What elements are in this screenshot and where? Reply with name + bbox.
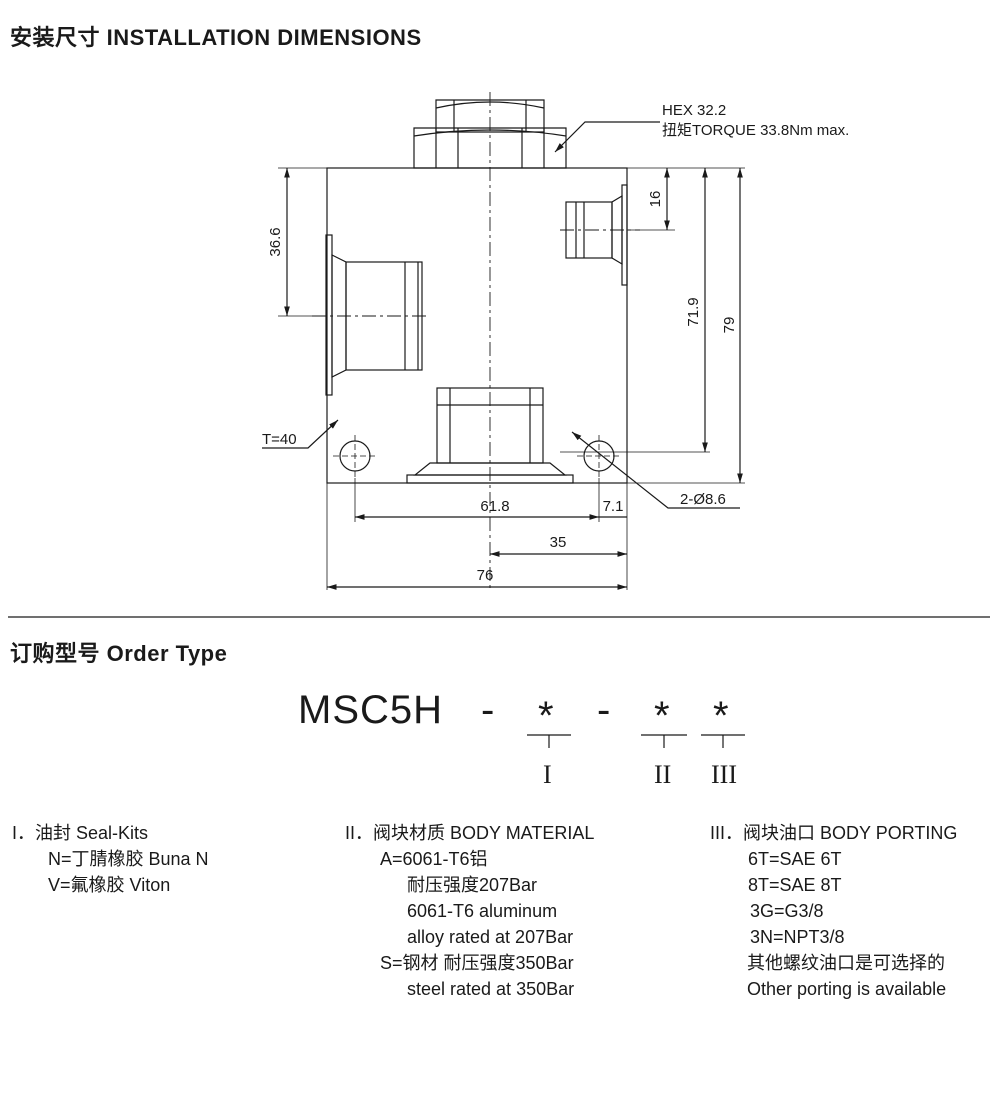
torque-label: 扭矩TORQUE 33.8Nm max. — [662, 122, 849, 139]
porting-option-8t: 8T=SAE 8T — [748, 875, 842, 895]
dim-61-8: 61.8 — [480, 498, 509, 515]
porting-other-cn: 其他螺纹油口是可选择的 — [747, 953, 945, 973]
dim-71-9: 71.9 — [685, 297, 702, 326]
roman-1: I — [543, 760, 552, 789]
roman-2: II — [654, 760, 672, 789]
body-porting-heading: III．阀块油口 BODY PORTING — [710, 823, 958, 843]
porting-other-en: Other porting is available — [747, 979, 947, 999]
code-star-2: * — [654, 694, 670, 738]
installation-dimensions-title: 安装尺寸 INSTALLATION DIMENSIONS — [10, 25, 422, 50]
material-a-desc: 6061-T6 aluminum — [407, 901, 558, 921]
dim-36-6: 36.6 — [267, 227, 284, 256]
hex-label: HEX 32.2 — [662, 102, 726, 119]
material-option-s: S=钢材 耐压强度350Bar — [380, 953, 574, 973]
right-port — [565, 184, 628, 286]
material-option-a: A=6061-T6铝 — [380, 849, 488, 869]
seal-kits-column: I．油封 Seal-Kits N=丁腈橡胶 Buna N V=氟橡胶 Viton — [12, 820, 209, 898]
dim-t40: T=40 — [262, 431, 297, 448]
code-dash-1: - — [481, 688, 495, 732]
porting-option-3n: 3N=NPT3/8 — [750, 927, 845, 947]
code-star-3: * — [713, 694, 729, 738]
code-dash-2: - — [597, 688, 611, 732]
dim-79: 79 — [721, 317, 738, 334]
seal-kits-heading: I．油封 Seal-Kits — [12, 823, 149, 843]
body-porting-column: III．阀块油口 BODY PORTING 6T=SAE 6T 8T=SAE 8… — [710, 820, 957, 1002]
porting-option-6t: 6T=SAE 6T — [748, 849, 842, 869]
roman-3: III — [711, 760, 737, 789]
material-s-rating: steel rated at 350Bar — [407, 979, 575, 999]
material-a-rating: alloy rated at 207Bar — [407, 927, 574, 947]
dim-16: 16 — [647, 191, 664, 208]
seal-option-v: V=氟橡胶 Viton — [48, 875, 171, 895]
dim-holes: 2-Ø8.6 — [680, 491, 726, 508]
dim-35: 35 — [550, 534, 567, 551]
body-material-column: II．阀块材质 BODY MATERIAL A=6061-T6铝 耐压强度207… — [345, 820, 594, 1002]
body-material-heading: II．阀块材质 BODY MATERIAL — [345, 823, 595, 843]
model-code: MSC5H — [298, 688, 444, 732]
code-star-1: * — [538, 694, 554, 738]
porting-option-3g: 3G=G3/8 — [750, 901, 824, 921]
material-a-rating-cn: 耐压强度207Bar — [407, 875, 538, 895]
dim-7-1: 7.1 — [603, 498, 624, 515]
bottom-port — [406, 387, 574, 484]
dim-76: 76 — [477, 567, 494, 584]
valve-body — [326, 167, 628, 484]
seal-option-n: N=丁腈橡胶 Buna N — [48, 849, 209, 869]
order-type-title: 订购型号 Order Type — [10, 641, 228, 666]
left-port — [325, 234, 423, 396]
